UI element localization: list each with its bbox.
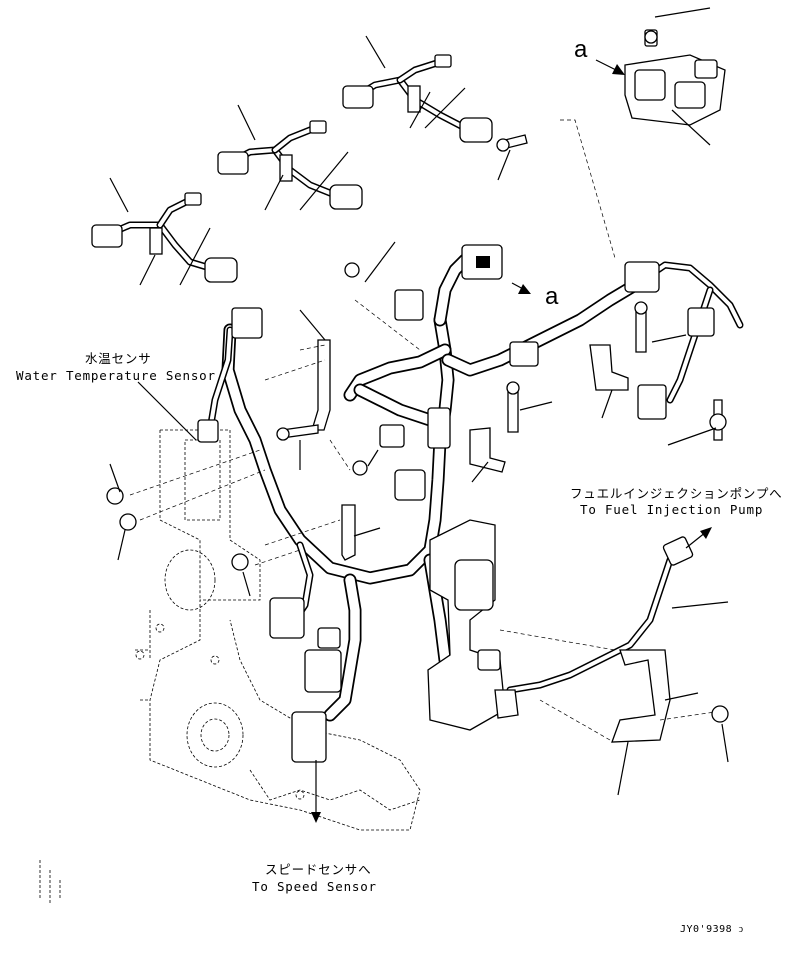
fuel-pump-label-jp: フュエルインジェクションポンプへ <box>570 486 783 501</box>
relay-unit <box>624 29 726 126</box>
drawing-code: JY0'9398 ↄ <box>680 924 744 935</box>
bolts <box>106 30 729 723</box>
sensor-harness-1 <box>91 192 238 283</box>
reference-lines <box>129 119 716 741</box>
speed-sensor-label-en: To Speed Sensor <box>252 879 377 894</box>
brackets <box>311 339 671 743</box>
speed-sensor-label-jp: スピードセンサへ <box>265 862 372 877</box>
sensor-harness-3 <box>342 54 493 143</box>
sensor-harness-2 <box>217 120 363 210</box>
water-temp-label-en: Water Temperature Sensor <box>16 368 216 383</box>
engine-block <box>39 429 421 905</box>
fuel-pump-label-en: To Fuel Injection Pump <box>580 502 764 517</box>
callout-a-relay: a <box>574 36 588 63</box>
callout-a-harness: a <box>545 283 559 310</box>
leader-lines <box>109 7 729 796</box>
water-temp-label-jp: 水温センサ <box>85 351 152 366</box>
arrows <box>311 59 712 823</box>
pump-housing <box>427 519 519 731</box>
connectors <box>197 244 715 763</box>
